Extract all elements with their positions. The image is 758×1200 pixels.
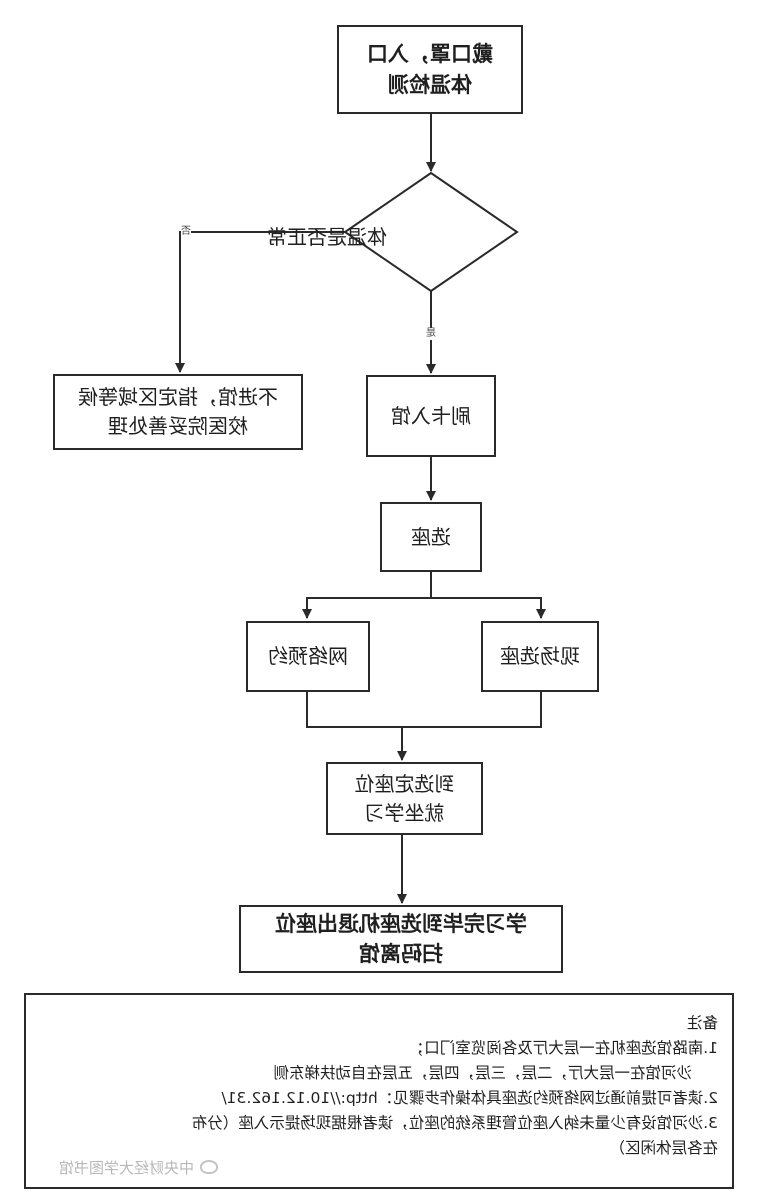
online-reservation-label: 网络预约 [268, 644, 348, 668]
swipe-card-label: 刷卡入馆 [391, 403, 471, 428]
notes-line4: 3.沙河馆设有少量未纳入座位管理系统的座位，读者根据现场提示入座（分布 [191, 1114, 718, 1132]
onsite-selection-box: 现场选座 [481, 621, 599, 692]
choose-seat-label: 选座 [411, 524, 451, 549]
watermark: 中央财经大学图书馆 [59, 1156, 218, 1178]
exit-line1: 学习完毕到选座机退出座位 [275, 911, 527, 936]
start-line2: 体温检测 [388, 72, 472, 97]
merge-connector [306, 692, 542, 728]
online-reservation-box: 网络预约 [246, 621, 370, 692]
split-connector [430, 572, 546, 619]
reject-line1: 不进馆，指定区域等候 [78, 385, 278, 409]
split-connector-right [302, 597, 431, 619]
reject-line2: 校医院妥善处理 [108, 414, 248, 438]
yes-edge-label: 是 [426, 328, 436, 340]
notes-line1: 1.南路馆选座机在一层大厅及各阅览室门口； [408, 1039, 718, 1057]
exit-line2: 扫码离馆 [359, 942, 443, 966]
start-box: 戴口罩，入口 体温检测 [337, 25, 523, 114]
go-to-seat-line1: 到选定座位 [354, 771, 455, 796]
no-edge-label: 否 [181, 226, 191, 238]
decision-label: 体温是否正常 [267, 224, 387, 249]
arrow-no-branch [175, 231, 345, 373]
go-to-seat-line2: 就坐学习 [364, 800, 445, 825]
choose-seat-box: 选座 [380, 502, 482, 572]
go-to-seat-box: 到选定座位 就坐学习 [326, 762, 483, 835]
notes-line3: 2.读者可提前通过网络预约选座具体操作步骤见：http://10.12.162.… [221, 1089, 718, 1107]
exit-box: 学习完毕到选座机退出座位 扫码离馆 [239, 905, 563, 973]
notes-title: 备注 [686, 1014, 718, 1032]
start-line1: 戴口罩，入口 [367, 42, 493, 67]
notes-line2: 沙河馆在一层大厅，二层，三层，四层，五层在自动扶梯东侧 [273, 1064, 692, 1082]
onsite-selection-label: 现场选座 [500, 644, 580, 668]
watermark-text: 中央财经大学图书馆 [58, 1158, 194, 1177]
reject-box: 不进馆，指定区域等候 校医院妥善处理 [53, 374, 303, 450]
swipe-card-box: 刷卡入馆 [366, 375, 496, 457]
wechat-icon [200, 1160, 218, 1174]
